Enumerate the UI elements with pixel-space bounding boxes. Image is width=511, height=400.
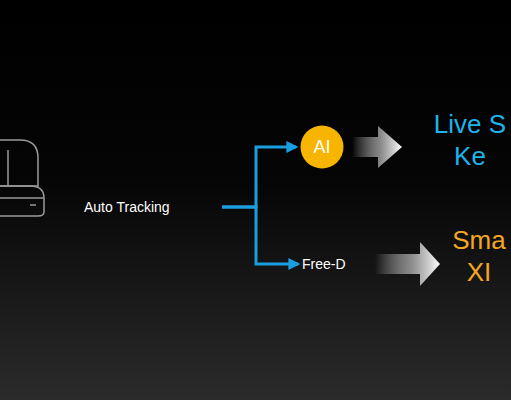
base-line: [0, 197, 44, 199]
flow-arrow: [375, 242, 440, 286]
ptz-camera: [0, 140, 44, 216]
camera-arm: [7, 150, 9, 186]
label-text: Auto Tracking: [84, 197, 196, 217]
camera-base: [0, 186, 44, 216]
source-node: Auto Tracking: [84, 197, 196, 217]
branch-arrow: [222, 207, 298, 264]
output-text: Sma XI: [450, 224, 508, 288]
ai-circle: AI: [300, 125, 344, 169]
base-detail: [30, 204, 36, 206]
label-text: Free-D: [302, 254, 358, 274]
node-label: AI: [313, 137, 330, 158]
camera-head: [0, 140, 38, 186]
flow-arrow: [352, 126, 402, 168]
branch-arrow: [222, 147, 296, 207]
output-text: Live S Ke: [430, 108, 510, 172]
circle-fill: [301, 126, 344, 169]
output-node: Sma XI: [450, 224, 508, 294]
output-node: Live S Ke: [430, 108, 510, 178]
method-node: Free-D: [302, 254, 358, 274]
